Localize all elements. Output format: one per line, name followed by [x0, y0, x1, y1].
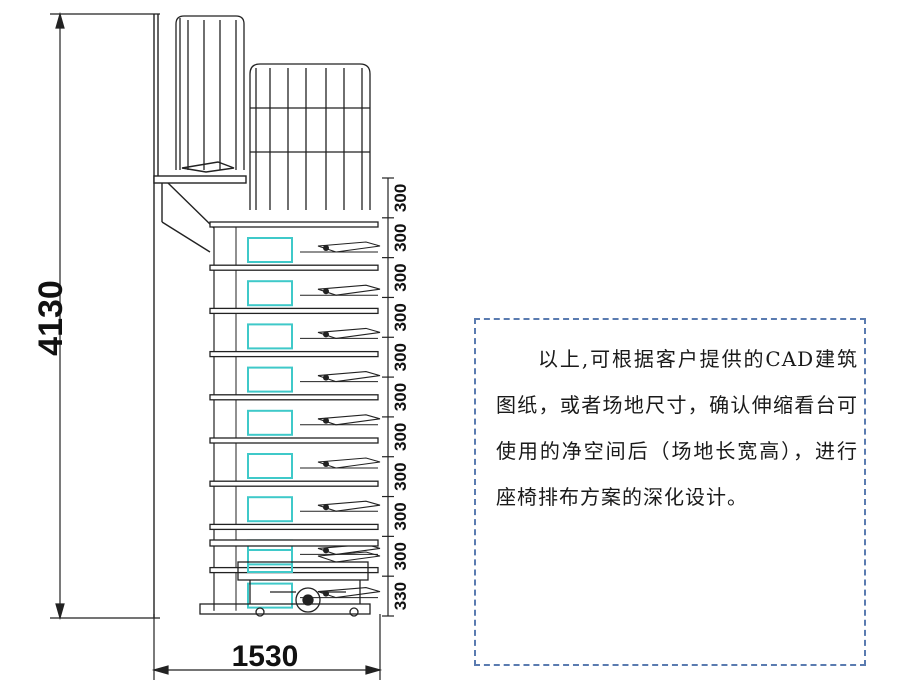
back-guard-rail	[249, 63, 371, 210]
tier-deck	[209, 394, 381, 438]
width-dimension-label: 1530	[232, 640, 299, 673]
tier-deck	[209, 350, 381, 395]
tier-dimension-label: 300	[391, 303, 410, 331]
tier-dimension-label: 330	[391, 582, 410, 610]
tier-dimension-label: 300	[391, 263, 410, 291]
undercarriage	[199, 561, 371, 617]
tier-deck-bottom	[209, 539, 381, 573]
tier-dimension-label: 300	[391, 423, 410, 451]
tier-dimension-label: 300	[391, 224, 410, 252]
tier-deck	[209, 221, 381, 266]
note-text: 以上,可根据客户提供的CAD建筑图纸，或者场地尺寸，确认伸缩看台可使用的净空间后…	[496, 347, 858, 509]
top-platform	[153, 14, 247, 618]
tier-dimension-label: 300	[391, 383, 410, 411]
tier-dimension-label: 300	[391, 184, 410, 212]
tier-dimension-label: 300	[391, 462, 410, 490]
height-dimension	[50, 11, 160, 621]
tier-deck	[209, 264, 381, 309]
note-box: 以上,可根据客户提供的CAD建筑图纸，或者场地尺寸，确认伸缩看台可使用的净空间后…	[474, 318, 866, 666]
tier-dimension-chain: 300 300 300 300 300 300 300 300 300 300 330	[382, 177, 410, 617]
tier-dimension-label: 300	[391, 542, 410, 570]
bleacher-tiers	[209, 221, 381, 611]
tier-deck	[209, 307, 381, 352]
width-dimension	[151, 614, 383, 680]
tier-dimension-label: 300	[391, 502, 410, 530]
top-guard-rail	[175, 15, 245, 170]
tier-dimension-label: 300	[391, 343, 410, 371]
tier-deck	[209, 437, 381, 482]
tier-deck	[209, 480, 381, 525]
height-dimension-label: 4130	[32, 280, 70, 356]
